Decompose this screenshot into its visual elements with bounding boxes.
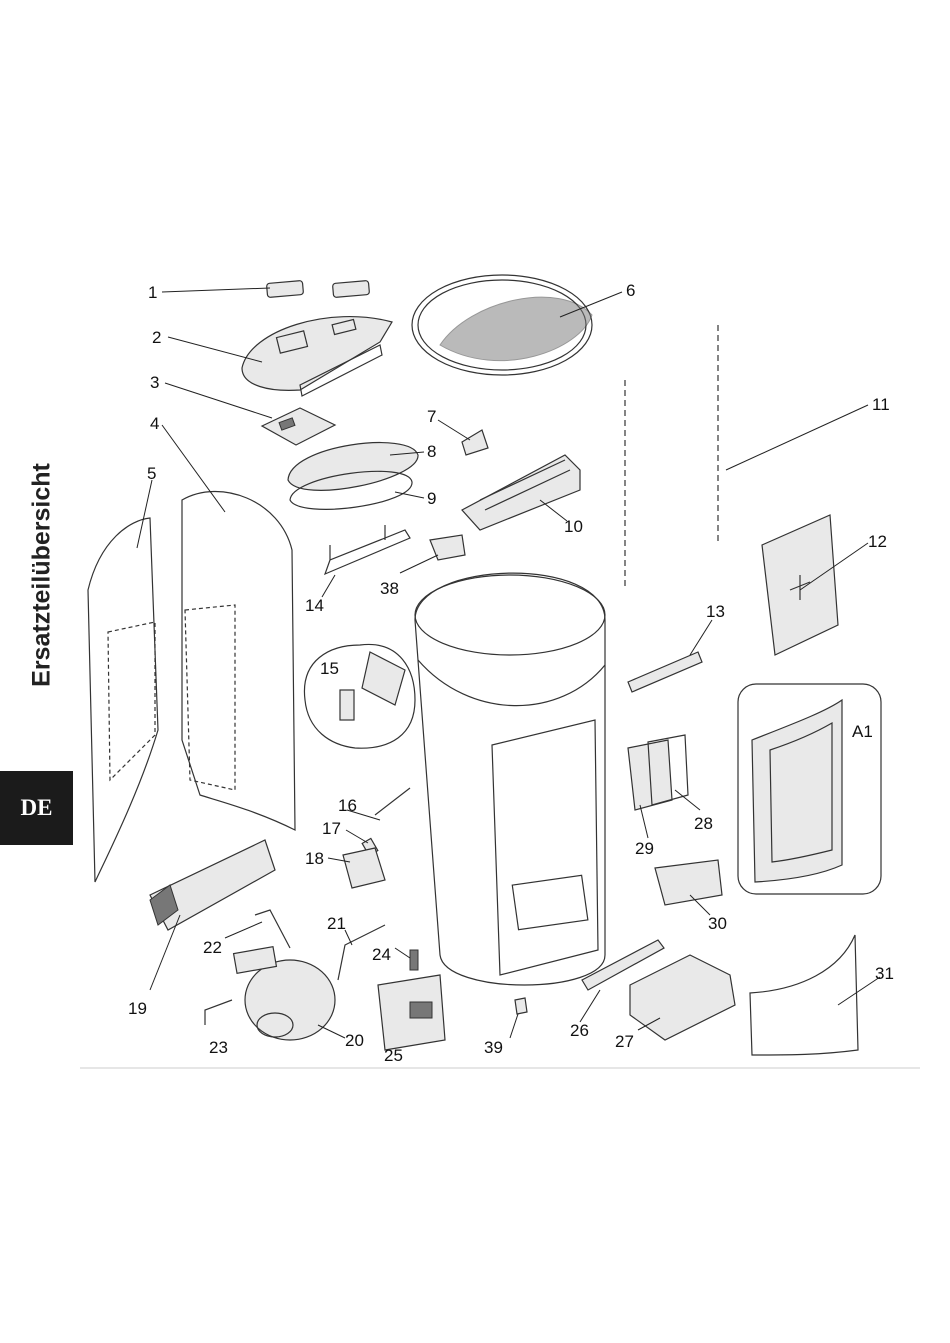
label-20: 20 (345, 1031, 364, 1050)
label-29: 29 (635, 839, 654, 858)
label-7: 7 (427, 407, 436, 426)
label-12: 12 (868, 532, 887, 551)
part-22-rod (255, 910, 290, 948)
part-12-back-plate (762, 515, 838, 655)
part-27-ash-box (630, 955, 735, 1040)
label-28: 28 (694, 814, 713, 833)
label-30: 30 (708, 914, 727, 933)
part-5-side-panel (88, 518, 158, 882)
part-8-9-oval-plate (288, 443, 418, 510)
part-25-board (378, 975, 445, 1050)
part-3-control-panel (262, 408, 335, 445)
part-10-heat-exchanger (462, 455, 580, 530)
part-30-burn-pot (655, 860, 722, 905)
label-14: 14 (305, 596, 324, 615)
leader-lines (137, 288, 880, 1038)
label-9: 9 (427, 489, 436, 508)
label-25: 25 (384, 1046, 403, 1065)
label-18: 18 (305, 849, 324, 868)
label-39: 39 (484, 1038, 503, 1057)
label-2: 2 (152, 328, 161, 347)
part-4-side-panel (182, 491, 295, 830)
label-4: 4 (150, 414, 159, 433)
part-31-panel (750, 935, 858, 1055)
label-31: 31 (875, 964, 894, 983)
label-26: 26 (570, 1021, 589, 1040)
label-24: 24 (372, 945, 391, 964)
label-17: 17 (322, 819, 341, 838)
label-23: 23 (209, 1038, 228, 1057)
label-21: 21 (327, 914, 346, 933)
label-6: 6 (626, 281, 635, 300)
part-1-covers (266, 280, 369, 297)
part-24-sensor (410, 950, 418, 970)
label-19: 19 (128, 999, 147, 1018)
part-23-rod (205, 1000, 232, 1025)
part-19-fan (150, 840, 275, 930)
label-10: 10 (564, 517, 583, 536)
label-3: 3 (150, 373, 159, 392)
label-8: 8 (427, 442, 436, 461)
stove-body (415, 573, 605, 985)
part-a1-door (738, 684, 881, 894)
label-22: 22 (203, 938, 222, 957)
label-a1: A1 (852, 722, 873, 741)
part-39-foot (515, 998, 527, 1014)
label-38: 38 (380, 579, 399, 598)
label-16: 16 (338, 796, 357, 815)
part-6-round-grate (412, 275, 592, 375)
label-15: 15 (320, 659, 339, 678)
part-2-top-plate (242, 317, 392, 396)
part-7-bracket (462, 430, 488, 455)
label-1: 1 (148, 283, 157, 302)
label-11: 11 (872, 395, 890, 414)
part-14-tray (325, 525, 410, 574)
label-13: 13 (706, 602, 725, 621)
label-5: 5 (147, 464, 156, 483)
part-13-strip (628, 652, 702, 692)
part-labels: 1 2 3 4 5 6 7 8 9 10 11 12 13 14 15 16 1… (128, 281, 894, 1065)
label-27: 27 (615, 1032, 634, 1051)
